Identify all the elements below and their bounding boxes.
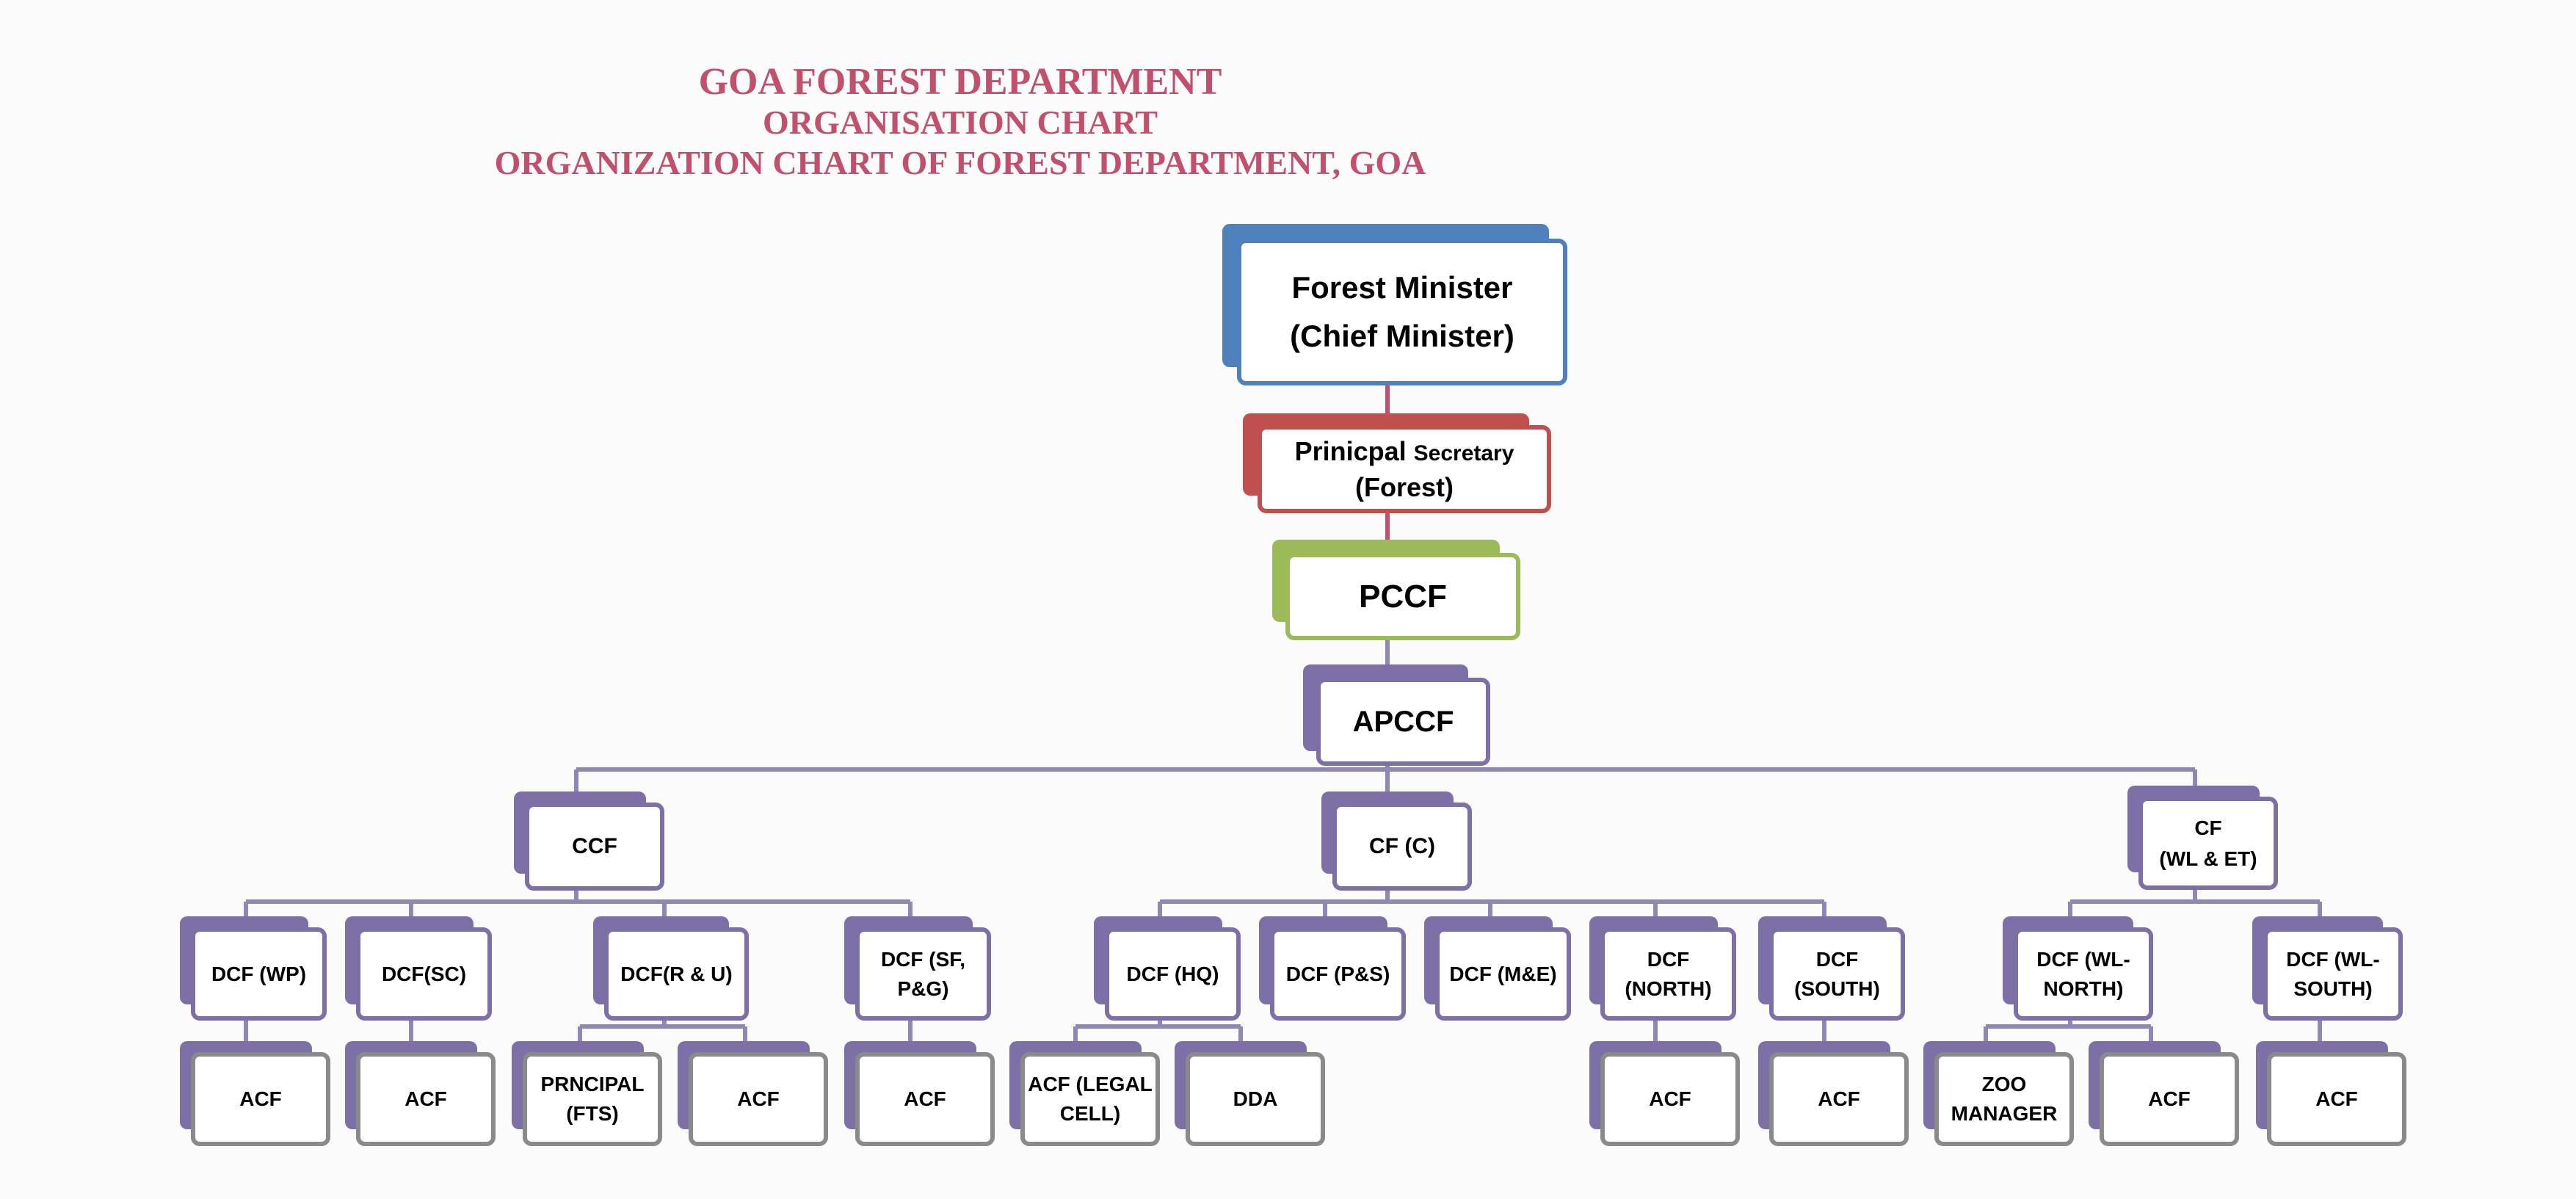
node-cf-wl-et: CF (WL & ET)	[2127, 786, 2278, 890]
node-dda: DDA	[1175, 1041, 1325, 1146]
node-forest-minister-label: Forest Minister (Chief Minister)	[1290, 270, 1514, 353]
node-acf-wl-north-label: ACF	[2148, 1087, 2191, 1110]
node-dcf-sf-pg: DCF (SF, P&G)	[844, 916, 991, 1021]
node-acf-r-u: ACF	[678, 1041, 828, 1146]
node-acf-sf-pg-label: ACF	[904, 1087, 946, 1110]
title-line-3: ORGANIZATION CHART OF FOREST DEPARTMENT,…	[494, 144, 1426, 181]
node-zoo-manager-label: ZOO MANAGER	[1951, 1073, 2058, 1125]
node-dcf-wp-label: DCF (WP)	[211, 962, 307, 985]
node-zoo-manager: ZOO MANAGER	[1923, 1041, 2074, 1146]
title-line-1: GOA FOREST DEPARTMENT	[698, 61, 1222, 103]
node-dcf-r-u-label: DCF(R & U)	[620, 962, 733, 985]
node-acf-legal-cell-label: ACF (LEGAL CELL)	[1028, 1073, 1153, 1125]
node-cf-c-label: CF (C)	[1369, 834, 1435, 858]
chart-titles: GOA FOREST DEPARTMENT ORGANISATION CHART…	[0, 62, 1920, 183]
node-dcf-r-u: DCF(R & U)	[593, 916, 749, 1021]
node-acf-north-label: ACF	[1649, 1087, 1691, 1110]
node-dcf-north: DCF (NORTH)	[1589, 916, 1736, 1021]
node-dcf-p-s-label: DCF (P&S)	[1285, 962, 1390, 985]
secretary-label-name: Prinicpal	[1294, 435, 1407, 466]
node-acf-south: ACF	[1758, 1041, 1909, 1146]
node-dcf-wl-south: DCF (WL- SOUTH)	[2252, 916, 2403, 1021]
secretary-label-line2: (Forest)	[1354, 471, 1454, 502]
node-pccf: PCCF	[1272, 540, 1520, 640]
node-acf-legal-cell: ACF (LEGAL CELL)	[1009, 1041, 1160, 1146]
node-dcf-south: DCF (SOUTH)	[1758, 916, 1905, 1021]
node-pccf-label: PCCF	[1359, 578, 1447, 615]
node-acf-north: ACF	[1589, 1041, 1740, 1146]
node-ccf: CCF	[514, 792, 664, 891]
node-dcf-hq: DCF (HQ)	[1094, 916, 1241, 1021]
node-forest-minister: Forest Minister (Chief Minister)	[1222, 224, 1569, 387]
node-acf-wp: ACF	[180, 1041, 330, 1146]
node-principal-fts: PRNCIPAL (FTS)	[512, 1041, 662, 1146]
node-acf-sf-pg: ACF	[844, 1041, 995, 1146]
node-acf-wl-south-label: ACF	[2315, 1087, 2358, 1110]
node-dda-label: DDA	[1233, 1087, 1278, 1110]
title-line-2: ORGANISATION CHART	[762, 104, 1158, 141]
node-acf-sc-label: ACF	[404, 1087, 447, 1110]
node-dcf-p-s: DCF (P&S)	[1259, 916, 1406, 1021]
node-principal-secretary: Prinicpal Secretary (Forest)	[1243, 413, 1551, 513]
node-dcf-sc-label: DCF(SC)	[381, 962, 467, 985]
node-ccf-label: CCF	[572, 834, 617, 858]
node-acf-sc: ACF	[345, 1041, 496, 1146]
node-dcf-sc: DCF(SC)	[345, 916, 492, 1021]
secretary-label-small: Secretary	[1413, 441, 1514, 466]
node-acf-south-label: ACF	[1818, 1087, 1860, 1110]
node-cf-wl-et-label: CF (WL & ET)	[2159, 816, 2257, 870]
node-dcf-wl-north-label: DCF (WL- NORTH)	[2036, 947, 2130, 1000]
node-cf-c: CF (C)	[1321, 792, 1472, 891]
node-dcf-m-e: DCF (M&E)	[1424, 916, 1571, 1021]
node-principal-fts-label: PRNCIPAL (FTS)	[540, 1073, 645, 1125]
node-acf-wp-label: ACF	[239, 1087, 282, 1110]
node-apccf: APCCF	[1303, 664, 1490, 766]
node-acf-r-u-label: ACF	[737, 1087, 780, 1110]
node-dcf-south-label: DCF (SOUTH)	[1794, 947, 1880, 1000]
node-dcf-hq-label: DCF (HQ)	[1126, 962, 1219, 985]
node-acf-wl-south: ACF	[2256, 1041, 2406, 1146]
node-dcf-wl-south-label: DCF (WL- SOUTH)	[2286, 947, 2380, 1000]
node-apccf-label: APCCF	[1352, 705, 1454, 738]
node-dcf-wl-north: DCF (WL- NORTH)	[2003, 916, 2153, 1021]
node-dcf-wp: DCF (WP)	[180, 916, 327, 1021]
node-dcf-north-label: DCF (NORTH)	[1625, 947, 1712, 1000]
node-dcf-sf-pg-label: DCF (SF, P&G)	[880, 947, 966, 1000]
node-acf-wl-north: ACF	[2089, 1041, 2239, 1146]
node-dcf-m-e-label: DCF (M&E)	[1449, 962, 1557, 985]
